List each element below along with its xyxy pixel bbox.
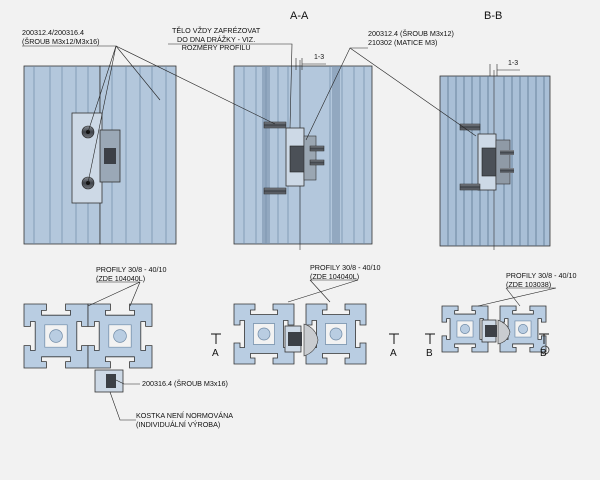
callout-mill-note: TĚLO VŽDY ZAFRÉZOVAT DO DNA DRÁŽKY - VIZ… [172,26,261,53]
section-mark-a-right: A [390,348,397,359]
profile-core [113,329,127,343]
callout-line: PROFILY 30/8 - 40/10 [506,271,577,280]
profile-cross-section [233,303,295,365]
callout-line: ROZMĚRY PROFILU [181,43,251,52]
profile-core [329,327,343,341]
callout-screw-topleft: 200312.4/200316.4 (ŠROUB M3x12/M3x16) [22,28,100,46]
profile-core [49,329,63,343]
callout-line: (ZDE 103038) [506,279,552,289]
callout-profile-left: PROFILY 30/8 - 40/10 (ZDE 104040L) [96,265,167,283]
callout-profile-right: PROFILY 30/8 - 40/10 (ZDE 103038) [506,271,577,289]
callout-block-note: KOSTKA NENÍ NORMOVÁNA (INDIVIDUÁLNÍ VÝRO… [136,411,234,429]
leader-lines [22,43,557,421]
callout-line: (INDIVIDUÁLNÍ VÝROBA) [136,419,221,429]
callout-line: 210302 (MATICE M3) [368,37,438,47]
callout-line: (ZDE 104040L) [96,273,146,283]
callout-line: 200312.4 (ŠROUB M3x12) [368,29,454,38]
callout-line: DO DNA DRÁŽKY - VIZ. [177,34,256,44]
connector-bb [481,319,550,355]
section-cut-lines [211,333,549,344]
callout-line: TĚLO VŽDY ZAFRÉZOVAT [172,26,261,35]
callout-line: PROFILY 30/8 - 40/10 [310,263,381,272]
profile-cross-section [499,305,547,353]
section-bb-view [439,70,551,250]
connector-aa [284,323,319,357]
joint-block-section [94,369,124,393]
callout-line: 200312.4/200316.4 [22,28,84,37]
callout-screw-nut: 200312.4 (ŠROUB M3x12) 210302 (MATICE M3… [368,29,454,47]
section-mark-a-left: A [212,348,219,359]
front-view-left [23,65,177,245]
profile-core [257,327,271,341]
profile-core [460,324,470,334]
profile-cross-section [87,303,153,369]
dimension-gap-aa: 1-3 [314,54,325,61]
callout-line: (ŠROUB M3x12/M3x16) [22,36,100,46]
profile-cross-section [23,303,89,369]
callout-profile-mid: PROFILY 30/8 - 40/10 (ZDE 104040L) [310,263,381,281]
dimension-gap-bb: 1-3 [508,60,519,67]
section-title-aa: A-A [290,10,309,22]
callout-screw-bottom: 200316.4 (ŠROUB M3x16) [142,379,228,388]
dimension-marks [295,58,520,76]
callout-line: PROFILY 30/8 - 40/10 [96,265,167,274]
section-mark-b-right: B [540,348,547,359]
section-mark-b-left: B [426,348,433,359]
callout-line: (ZDE 104040L) [310,271,360,281]
callout-line: KOSTKA NENÍ NORMOVÁNA [136,411,234,420]
section-aa-view [233,60,373,250]
profile-core [518,324,528,334]
section-title-bb: B-B [484,10,503,22]
profile-cross-section [441,305,489,353]
